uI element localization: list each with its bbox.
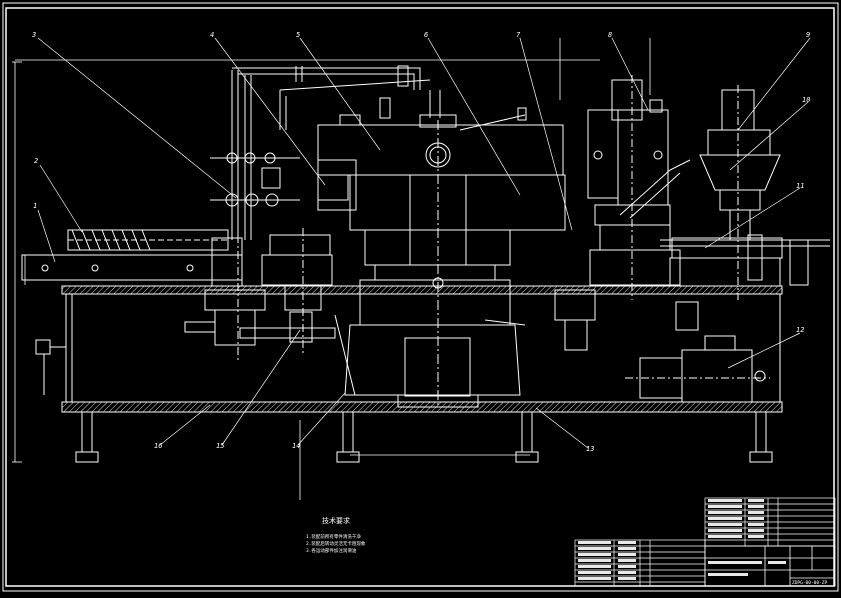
central-press-unit (317, 97, 566, 408)
leader-lines (37, 37, 811, 449)
callout-12: 12 (796, 326, 804, 334)
callout-9: 9 (806, 31, 810, 39)
dimension-lines (12, 38, 651, 500)
sheet-inner-border (5, 7, 835, 587)
callout-1: 1 (33, 202, 37, 210)
callout-3: 3 (31, 31, 36, 39)
left-rotary-station (184, 228, 336, 360)
notes-line-1: 1.装配前所有零件清洗干净 (306, 533, 361, 540)
parts-list-entries (708, 499, 764, 538)
callout-4: 4 (210, 31, 214, 39)
notes-title: 技术要求 (322, 516, 350, 525)
callout-13: 13 (586, 445, 594, 453)
callout-5: 5 (296, 31, 300, 39)
notes-line-2: 2.装配后转动灵活无卡阻现象 (306, 540, 366, 547)
cap-hopper (660, 85, 830, 300)
drawing-number: ZDPG-00-00-ZP (792, 580, 828, 586)
callout-10: 10 (802, 96, 810, 104)
callout-14: 14 (292, 442, 300, 450)
title-block (704, 545, 836, 587)
notes-line-3: 3.各运动部件加注润滑油 (306, 547, 357, 554)
callout-11: 11 (796, 182, 804, 190)
parts-list-lower-entries (578, 541, 636, 580)
machine-base-frame (61, 285, 783, 463)
callout-labels: 1 2 3 4 5 6 7 8 9 10 11 12 13 14 15 16 (31, 31, 810, 453)
callout-7: 7 (516, 31, 521, 39)
callout-2: 2 (34, 157, 38, 165)
callout-15: 15 (216, 442, 224, 450)
capping-head (554, 75, 691, 351)
drive-motor (625, 301, 770, 403)
title-block-fills (708, 561, 786, 576)
technical-notes: 技术要求 1.装配前所有零件清洗干净 2.装配后转动灵活无卡阻现象 3.各运动部… (306, 516, 366, 554)
screw-conveyor (21, 229, 243, 395)
callout-16: 16 (154, 442, 162, 450)
callout-8: 8 (608, 31, 612, 39)
callout-6: 6 (424, 31, 428, 39)
pipe-system (210, 65, 441, 240)
